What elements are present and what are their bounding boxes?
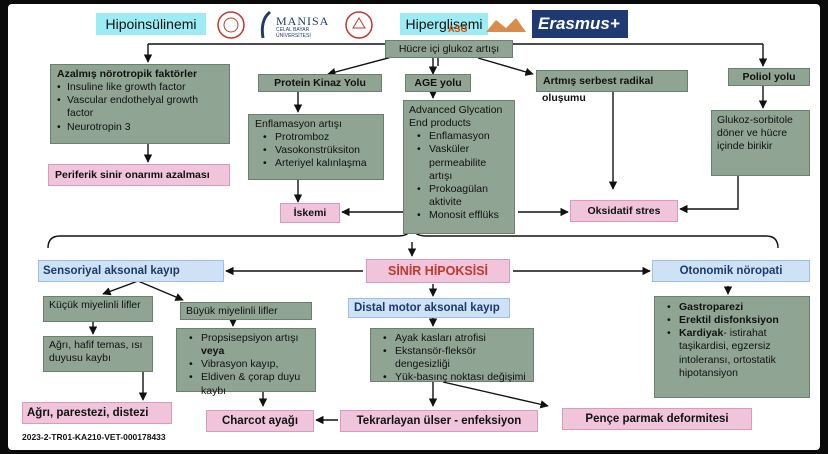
otonomik-box: Otonomik nöropati [652,260,810,282]
pkc-box: Protein Kinaz Yolu [258,74,382,92]
logo-circle-2 [342,8,376,42]
sensoriyal-box: Sensoriyal aksonal kayıp [38,260,224,282]
footer-project-code: 2023-2-TR01-KA210-VET-000178433 [22,432,166,442]
age-item: Prokoagülan aktivite [409,183,509,209]
charcot-box: Charcot ayağı [206,410,314,432]
pkc-detail-box: Enflamasyon artışı Protromboz Vasokonstr… [248,114,384,180]
distal-item: Ayak kasları atrofisi [375,332,529,345]
distal-list: Ayak kasları atrofisi Ekstansör-fleksör … [375,332,529,385]
buyuk-list: Propsisepsiyon artışı veya Vibrasyon kay… [181,332,311,398]
noro-item: Insuline like growth factor [57,81,223,94]
arrow-to-radikal [477,57,534,76]
age-item: Enflamasyon [409,130,509,143]
periferik-box: Periferik sinir onarımı azalması [48,164,230,186]
otonomik-item: Erektil disfonksiyon [659,314,805,327]
glukoz-box: Hücre içi glukoz artışı [385,40,513,58]
pkc-item: Protromboz [255,131,377,144]
otonomik-item: Gastroparezi [659,301,805,314]
agri-kaybi-box: Ağrı, hafif temas, ısı duyusu kaybı [43,336,153,372]
noro-box: Azalmış nörotropik faktörler Insuline li… [50,64,230,144]
sorbitol-box: Glukoz-sorbitole döner ve hücre içinde b… [711,110,810,176]
age-list: Enflamasyon Vasküler permeabilite artışı… [409,130,509,222]
otonomik-detail-box: Gastroparezi Erektil disfonksiyon Kardiy… [654,296,810,398]
ulser-box: Tekrarlayan ülser - enfeksiyon [340,410,538,432]
hiperglisemi-label: Hiperglisemi [400,13,488,35]
arrow-distal-pence [442,381,549,409]
parestezi-box: Ağrı, parestezi, distezi [22,402,172,424]
arrow-sens-kucuk [102,280,139,296]
radikal-box: Artmış serbest radikal [536,70,688,92]
buyuk-item: Eldiven & çorap duyu kaybı [181,371,311,397]
age-detail-box: Advanced Glycation End products Enflamas… [403,100,515,234]
otonomik-item: Kardiyak- istirahat taşikardisi, egzersi… [659,327,805,380]
pkc-list: Protromboz Vasokonstrüksiton Arteriyel k… [255,131,377,171]
buyuk-box: Büyük miyelinli lifler [180,302,312,320]
logo-circle-1 [214,8,248,42]
asg-logo: ASG [448,14,528,34]
distal-detail-box: Ayak kasları atrofisi Ekstansör-fleksör … [370,328,534,385]
noro-item: Neurotropin 3 [57,121,223,134]
pkc-item: Arteriyel kalınlaşma [255,157,377,170]
buyuk-item: Vibrasyon kayıp, [181,358,311,371]
pkc-item: Vasokonstrüksiton [255,144,377,157]
noro-list: Insuline like growth factor Vascular end… [57,81,223,134]
diagram-slide: Hipoinsülinemi MANISA CELAL BAYAR ÜNİVER… [8,4,820,450]
kucuk-box: Küçük miyelinli lifler [43,296,153,322]
iskemi-box: İskemi [280,203,340,223]
distal-box: Distal motor aksonal kayıp [348,298,510,318]
erasmus-logo: Erasmus+ [532,10,628,38]
distal-item: Yük-basınç noktası değişimi [375,371,529,384]
age-item: Vasküler permeabilite artışı [409,143,509,182]
pence-box: Pençe parmak deformitesi [562,408,752,430]
distal-item: Ekstansör-fleksör dengesizliği [375,345,529,371]
hipoinsulinemi-label: Hipoinsülinemi [96,13,206,35]
radikal-text-2: oluşumu [542,92,586,104]
noro-item: Vascular endothelyal growth factor [57,94,223,120]
buyuk-item: Propsisepsiyon artışı veya [181,332,311,358]
age-box: AGE yolu [405,74,471,92]
buyuk-detail-box: Propsisepsiyon artışı veya Vibrasyon kay… [176,328,316,397]
arrow-sorbitol-oksidatif [679,176,739,214]
poliol-box: Poliol yolu [728,68,810,86]
oksidatif-box: Oksidatif stres [570,200,678,222]
manisa-logo: MANISA CELAL BAYAR ÜNİVERSİTESİ [258,10,350,42]
age-item: Monosit efflüks [409,209,509,222]
hipoksi-box: SİNİR HİPOKSİSİ [366,259,510,283]
otonomik-list: Gastroparezi Erektil disfonksiyon Kardiy… [659,301,805,380]
